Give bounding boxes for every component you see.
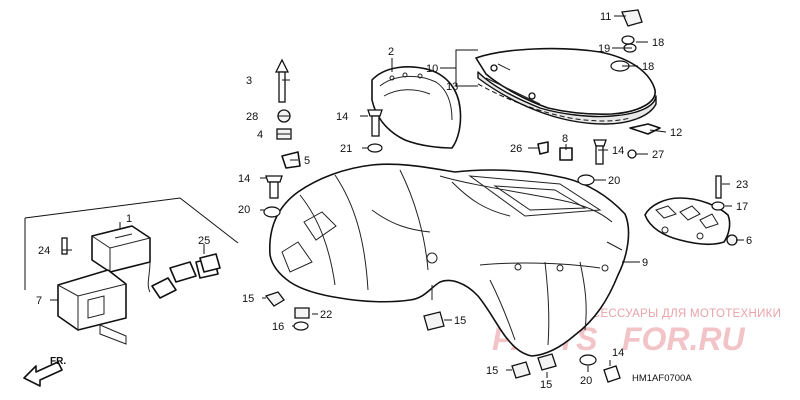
nut-15-center[interactable] <box>423 311 445 331</box>
callout-20-left: 20 <box>238 204 250 216</box>
callout-14-center: 14 <box>336 111 348 123</box>
callout-14-right: 14 <box>612 145 624 157</box>
meter-panel-cover[interactable] <box>371 66 462 149</box>
callout-26: 26 <box>510 143 522 155</box>
grommet-6[interactable] <box>726 234 738 246</box>
lid-seal[interactable] <box>477 83 631 122</box>
callout-6: 6 <box>746 235 752 247</box>
screw-27[interactable] <box>627 149 637 159</box>
callout-5: 5 <box>304 155 310 167</box>
fasteners <box>61 9 738 383</box>
callout-25: 25 <box>198 235 210 247</box>
callout-12: 12 <box>670 127 682 139</box>
callout-11: 11 <box>600 11 611 23</box>
right-bracket[interactable] <box>644 197 731 245</box>
hinge-12[interactable] <box>629 123 661 135</box>
callout-14-left: 14 <box>238 173 250 185</box>
callout-18-upper: 18 <box>652 37 664 49</box>
callout-2: 2 <box>388 46 394 58</box>
callout-4: 4 <box>257 129 263 141</box>
washer-18-upper[interactable] <box>621 35 635 45</box>
cap-11[interactable] <box>621 9 643 27</box>
bolt-14-right[interactable] <box>593 139 607 147</box>
washer-20-bottom[interactable] <box>579 354 597 366</box>
callout-15-center: 15 <box>454 315 466 327</box>
sub-assembly-box <box>24 197 239 290</box>
callout-22: 22 <box>320 309 332 321</box>
control-unit[interactable] <box>91 225 151 273</box>
callout-18-lower: 18 <box>642 61 654 73</box>
callout-24: 24 <box>38 245 50 257</box>
front-arrow-icon <box>23 361 63 387</box>
mounting-bracket[interactable] <box>57 269 127 345</box>
leader-lines <box>50 15 744 378</box>
nut-15-bottom[interactable] <box>511 361 531 379</box>
callout-15-bottom: 15 <box>486 365 498 377</box>
washer-16[interactable] <box>293 321 309 331</box>
nut-22[interactable] <box>294 307 310 319</box>
callout-21: 21 <box>340 143 352 155</box>
callout-3: 3 <box>246 75 252 87</box>
callout-27: 27 <box>652 149 664 161</box>
callout-15-bottom-center: 15 <box>540 379 552 391</box>
callout-20-right: 20 <box>608 175 620 187</box>
callout-9: 9 <box>642 257 648 269</box>
bolt-14-bottom[interactable] <box>603 365 621 383</box>
callout-13: 13 <box>446 81 458 93</box>
callout-28: 28 <box>246 111 258 123</box>
connector-25[interactable] <box>199 253 221 273</box>
callout-7: 7 <box>36 295 42 307</box>
callout-19: 19 <box>598 43 610 55</box>
main-front-cover[interactable] <box>269 163 630 357</box>
clip-26[interactable] <box>537 141 549 155</box>
washer-20-right[interactable] <box>577 174 595 186</box>
callout-23: 23 <box>736 179 748 191</box>
callout-numbers: 2 10 13 11 18 19 18 12 27 8 26 14 20 23 … <box>36 11 752 391</box>
bolt-14-left[interactable] <box>265 175 283 183</box>
callout-16: 16 <box>272 321 284 333</box>
bolt-14-center[interactable] <box>367 109 383 117</box>
top-lid-assembly[interactable] <box>475 47 657 125</box>
nut-15-bottom-center[interactable] <box>537 353 557 371</box>
screw-3-head[interactable] <box>274 58 290 73</box>
washer-21[interactable] <box>367 143 383 153</box>
callout-10: 10 <box>426 63 438 75</box>
diagram-code: HM1AF0700A <box>632 373 692 384</box>
nut-15-left[interactable] <box>264 291 285 307</box>
callout-17: 17 <box>736 201 748 213</box>
callout-8: 8 <box>562 133 568 145</box>
callout-14-bottom: 14 <box>612 347 624 359</box>
screw-3-shaft[interactable] <box>278 71 286 103</box>
callout-1: 1 <box>126 213 132 225</box>
washer-20-left[interactable] <box>263 206 281 218</box>
front-direction-indicator: FR. <box>23 356 66 387</box>
washer-17[interactable] <box>711 201 725 211</box>
front-label: FR. <box>50 356 66 367</box>
bolt-23[interactable] <box>715 175 722 199</box>
callout-15-left: 15 <box>242 293 254 305</box>
callout-20-bottom: 20 <box>580 375 592 387</box>
pin-24[interactable] <box>61 237 68 255</box>
watermark-logo-right: FOR.RU <box>622 321 746 357</box>
